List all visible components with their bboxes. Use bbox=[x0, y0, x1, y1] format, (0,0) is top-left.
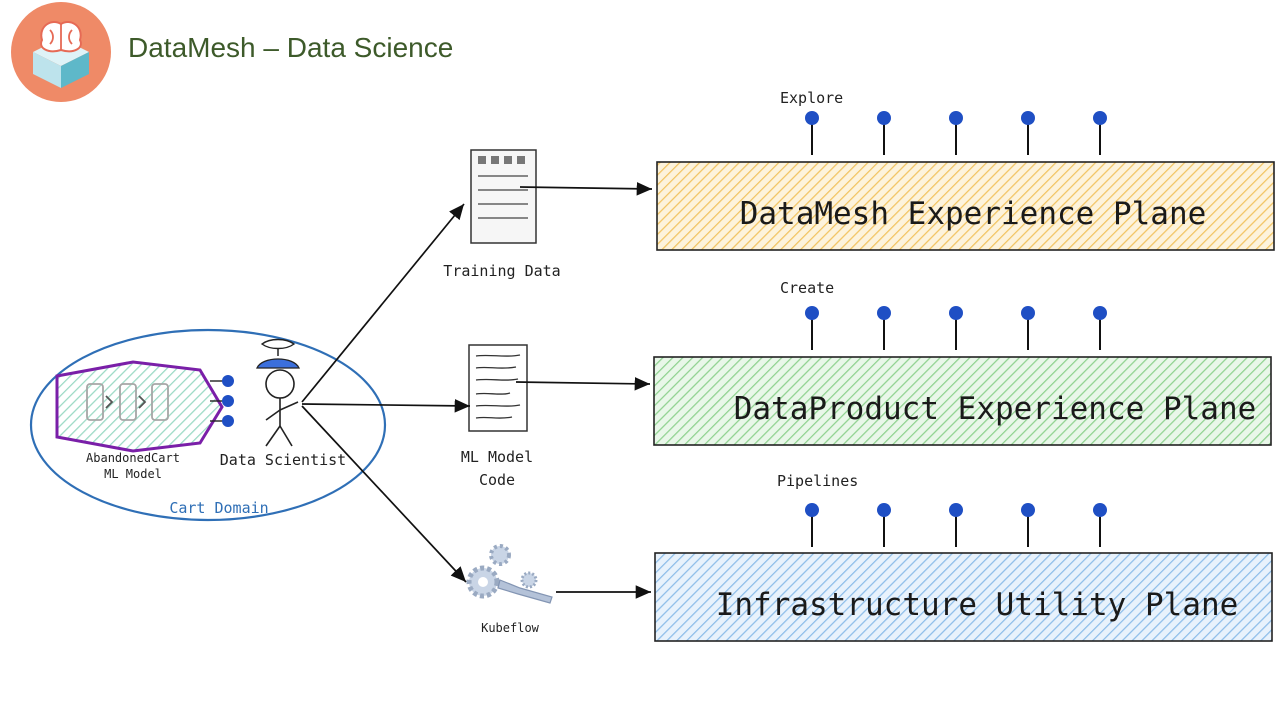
gears-wrench-icon bbox=[466, 544, 553, 604]
pin-endpoint bbox=[877, 503, 891, 517]
kubeflow-label: Kubeflow bbox=[481, 621, 540, 635]
data-scientist-icon bbox=[256, 338, 300, 447]
model-label-line1: AbandonedCart bbox=[86, 451, 180, 465]
document-icon bbox=[470, 149, 537, 244]
pin-endpoint bbox=[805, 503, 819, 517]
ml-model-node bbox=[55, 360, 234, 453]
pin-endpoint bbox=[949, 111, 963, 125]
ml-code-label-line1: ML Model bbox=[461, 448, 533, 466]
arrow-to-kubeflow bbox=[301, 405, 467, 583]
pin-endpoint bbox=[1021, 111, 1035, 125]
pins-label: Pipelines bbox=[777, 472, 858, 490]
pin-endpoint bbox=[949, 306, 963, 320]
brain-cube-icon bbox=[11, 2, 111, 102]
code-document-icon bbox=[468, 344, 528, 432]
ml-code-label-line2: Code bbox=[479, 471, 515, 489]
arrow-to-ml-code bbox=[301, 399, 471, 413]
pin-endpoint bbox=[1093, 306, 1107, 320]
pins-label: Explore bbox=[780, 89, 843, 107]
plane-datamesh-experience: DataMesh Experience Plane Explore bbox=[656, 89, 1275, 251]
page-title: DataMesh – Data Science bbox=[128, 32, 454, 63]
pin-endpoint bbox=[1093, 503, 1107, 517]
pin-endpoint bbox=[949, 503, 963, 517]
pin-row bbox=[805, 503, 1107, 547]
model-label-line2: ML Model bbox=[104, 467, 162, 481]
cart-domain-label: Cart Domain bbox=[169, 499, 268, 517]
data-scientist-label: Data Scientist bbox=[220, 451, 346, 469]
pin-endpoint bbox=[1021, 306, 1035, 320]
pin-endpoint bbox=[877, 111, 891, 125]
pin-endpoint bbox=[1093, 111, 1107, 125]
pins-label: Create bbox=[780, 279, 834, 297]
plane-infrastructure-utility: Infrastructure Utility Plane Pipelines bbox=[654, 472, 1273, 642]
plane-label: DataMesh Experience Plane bbox=[740, 196, 1207, 232]
training-data-label: Training Data bbox=[443, 262, 560, 280]
plane-label: Infrastructure Utility Plane bbox=[716, 587, 1239, 623]
arrow-training-to-experience-plane bbox=[519, 181, 653, 196]
plane-dataproduct-experience: DataProduct Experience Plane Create bbox=[653, 279, 1272, 446]
arrow-code-to-dataproduct-plane bbox=[515, 376, 651, 391]
pin-row bbox=[805, 111, 1107, 155]
pin-endpoint bbox=[805, 111, 819, 125]
pin-endpoint bbox=[877, 306, 891, 320]
pin-endpoint bbox=[1021, 503, 1035, 517]
plane-label: DataProduct Experience Plane bbox=[734, 391, 1257, 427]
pin-endpoint bbox=[805, 306, 819, 320]
pin-row bbox=[805, 306, 1107, 350]
arrow-to-training-data bbox=[301, 203, 465, 403]
